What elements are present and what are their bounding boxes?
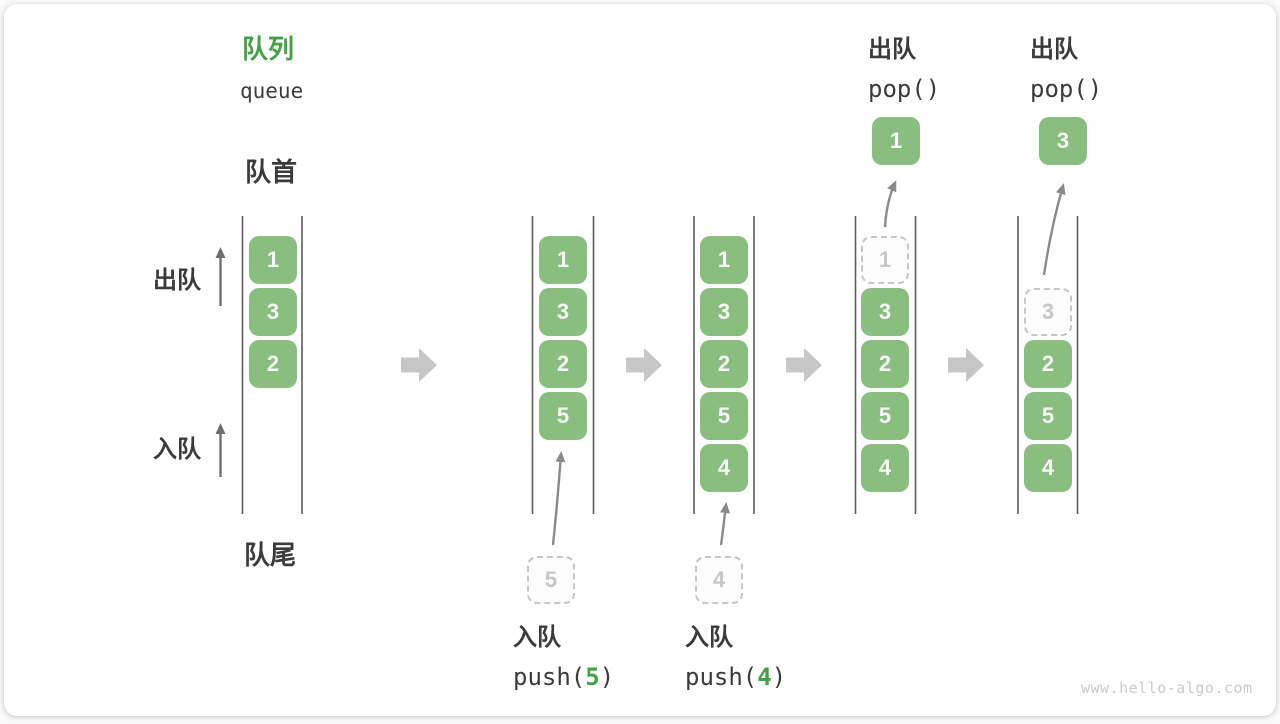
queue-item-box: 3: [539, 288, 587, 336]
queue-item-box: 2: [700, 340, 748, 388]
queue-rear-label: 队尾: [244, 540, 297, 570]
push-5-code: push(5): [513, 662, 615, 691]
queue-item-box: 5: [700, 392, 748, 440]
enqueue-op-label: 入队: [513, 624, 561, 651]
queue-item-box: 5: [1024, 392, 1072, 440]
flow-arrow-4: [948, 348, 984, 382]
push-4-code: push(4): [685, 662, 787, 691]
dequeue-op-label: 出队: [868, 36, 916, 63]
enqueue-side-label: 入队: [153, 436, 201, 463]
popped-item-box: 1: [872, 117, 920, 165]
operation-arrows: [551, 180, 1066, 546]
queue-item-box: 1: [249, 236, 297, 284]
queue-item-box: 1: [539, 236, 587, 284]
queue-item-box: 3: [861, 288, 909, 336]
dequeue-side-label: 出队: [153, 267, 201, 294]
push-4-arrow: [719, 502, 730, 546]
pop-3-code: pop(): [1030, 74, 1103, 103]
queue-channel-walls: [241, 216, 1079, 514]
pop-3-operation-label: 出队 pop(): [1030, 36, 1102, 103]
flow-arrow-2: [626, 348, 662, 382]
queue-item-box: 2: [539, 340, 587, 388]
enqueue-op-label: 入队: [685, 624, 733, 651]
push-5-arrow: [551, 451, 566, 546]
state-transition-arrows: [401, 348, 984, 382]
dequeue-op-label: 出队: [1030, 36, 1078, 63]
pending-item-box: 5: [527, 556, 575, 604]
queue-item-box: 4: [1024, 444, 1072, 492]
pop-3-arrow: [1042, 183, 1066, 276]
pop-1-operation-label: 出队 pop(): [868, 36, 940, 103]
queue-item-box: 4: [861, 444, 909, 492]
pop-1-arrow: [883, 180, 897, 228]
queue-item-box: 5: [539, 392, 587, 440]
ghost-item-box: 3: [1024, 288, 1072, 336]
queue-item-box: 5: [861, 392, 909, 440]
diagram-title-zh: 队列: [242, 34, 295, 64]
queue-item-box: 3: [700, 288, 748, 336]
queue-item-box: 3: [249, 288, 297, 336]
flow-arrow-1: [401, 348, 437, 382]
queue-item-box: 4: [700, 444, 748, 492]
queue-item-box: 2: [1024, 340, 1072, 388]
push-4-operation-label: 入队 push(4): [685, 624, 786, 691]
queue-front-label: 队首: [245, 157, 298, 187]
diagram-lines-layer: [215, 180, 1079, 546]
ghost-item-box: 1: [861, 236, 909, 284]
pending-item-box: 4: [695, 556, 743, 604]
queue-item-box: 2: [861, 340, 909, 388]
flow-arrow-3: [786, 348, 822, 382]
queue-item-box: 1: [700, 236, 748, 284]
queue-diagram-card: 队列 queue 队首 队尾 出队 入队 1 3 2 1 3 2 5 5 入队 …: [4, 4, 1276, 716]
push-5-operation-label: 入队 push(5): [513, 624, 614, 691]
pop-1-code: pop(): [868, 74, 941, 103]
diagram-title-en: queue: [240, 79, 304, 103]
queue-item-box: 2: [249, 340, 297, 388]
watermark-text: www.hello-algo.com: [1081, 679, 1253, 697]
popped-item-box: 3: [1039, 117, 1087, 165]
